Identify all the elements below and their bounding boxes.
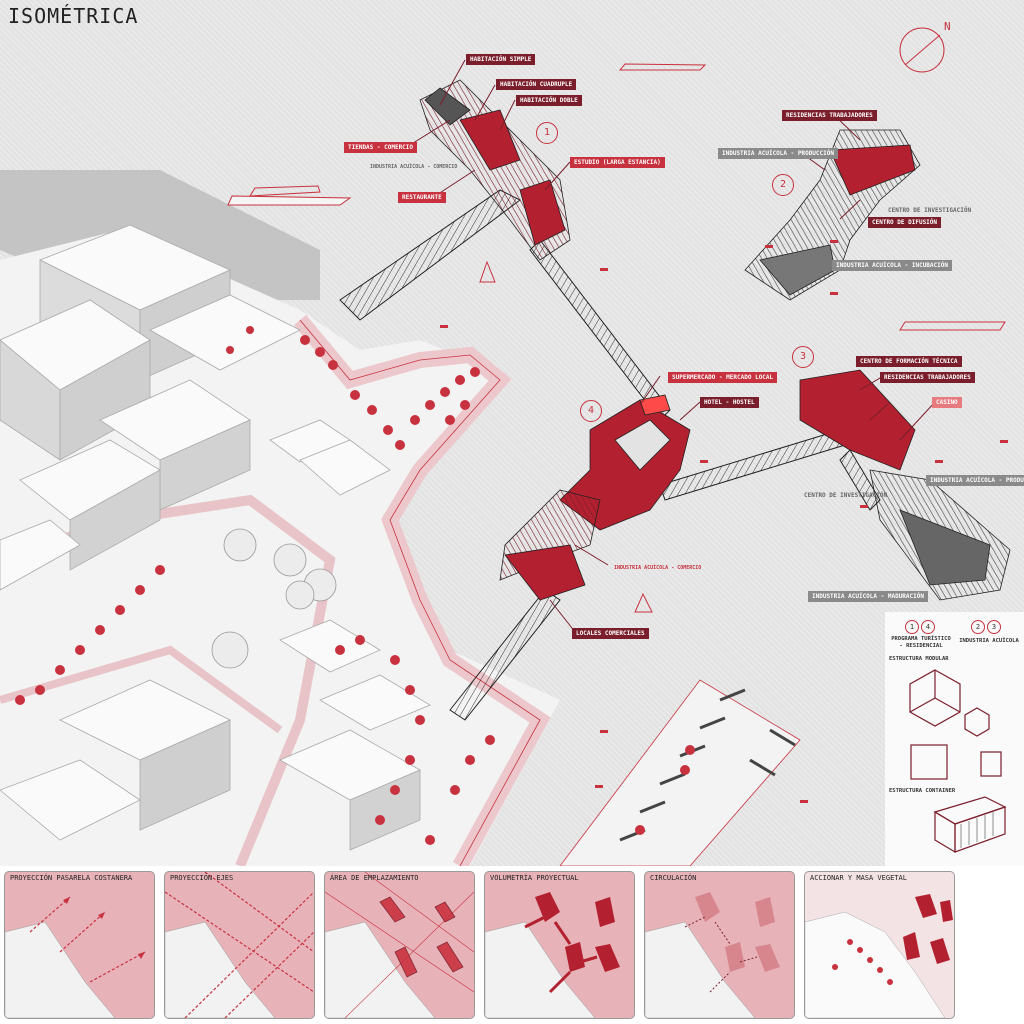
label-hotel: HOTEL - HOSTEL [700, 397, 759, 408]
panel-drawing [805, 894, 953, 1018]
isometric-plan: ISOMÉTRICA N 1 2 3 4 HABITACIÓN SIMPLE H… [0, 0, 1024, 866]
cluster-number-2: 2 [772, 174, 794, 196]
boats [227, 63, 1006, 613]
page-title: ISOMÉTRICA [8, 4, 139, 28]
panel-drawing [165, 872, 314, 1018]
city-buildings [0, 224, 431, 851]
panel-drawing [645, 892, 780, 1018]
label-habitacion-cuadruple: HABITACIÓN CUADRUPLE [496, 79, 577, 90]
legend-tourism-text: PROGRAMA TURÍSTICO - RESIDENCIAL [891, 636, 951, 649]
label-centro-formacion: CENTRO DE FORMACIÓN TÉCNICA [856, 356, 962, 367]
label-estudio: ESTUDIO (LARGA ESTANCIA) [570, 157, 665, 168]
cluster-2 [744, 129, 921, 301]
label-locales-comerciales: LOCALES COMERCIALES [572, 628, 649, 639]
panel-title: PROYECCIÓN EJES [170, 874, 234, 882]
compass-icon [899, 27, 945, 73]
panel-masa-vegetal: ACCIONAR Y MASA VEGETAL [804, 871, 955, 1019]
legend-aquaculture-text: INDUSTRIA ACUÍCOLA [959, 638, 1019, 644]
legend-diagrams [909, 669, 1007, 854]
label-industria-maduracion: INDUSTRIA ACUÍCOLA - MADURACIÓN [808, 591, 928, 602]
panel-ejes: PROYECCIÓN EJES [164, 871, 315, 1019]
cluster-number-3: 3 [792, 346, 814, 368]
panel-drawing [5, 896, 146, 1018]
legend-modular-title: ESTRUCTURA MODULAR [889, 656, 949, 662]
panel-drawing [325, 872, 474, 1018]
port-pier [559, 679, 801, 866]
trees [15, 326, 695, 845]
label-industria-comercio-1: INDUSTRIA ACUÍCOLA - COMERCIO [370, 164, 458, 170]
label-residencias-2: RESIDENCIAS TRABAJADORES [782, 110, 877, 121]
label-industria-produccion-3: INDUSTRIA ACUÍCOLA - PRODUCCIÓN [926, 475, 1024, 486]
label-habitacion-doble: HABITACIÓN DOBLE [516, 95, 582, 106]
label-habitacion-simple: HABITACIÓN SIMPLE [466, 54, 536, 65]
legend-num-3: 3 [987, 620, 1001, 634]
label-residencias-3: RESIDENCIAS TRABAJADORES [880, 372, 975, 383]
cluster-number-4: 4 [580, 400, 602, 422]
label-industria-produccion-2: INDUSTRIA ACUÍCOLA - PRODUCCIÓN [718, 148, 838, 159]
small-boats [440, 240, 1008, 803]
compass-north-label: N [944, 20, 951, 33]
panel-title: ÁREA DE EMPLAZAMIENTO [330, 874, 419, 882]
label-restaurante: RESTAURANTE [398, 192, 446, 203]
label-supermercado: SUPERMERCADO - MERCADO LOCAL [668, 372, 778, 383]
panel-title: ACCIONAR Y MASA VEGETAL [810, 874, 907, 882]
panel-volumetria: VOLUMETRÍA PROYECTUAL [484, 871, 635, 1019]
plaza-pavilions [211, 528, 337, 669]
label-casino: CASINO [932, 397, 962, 408]
label-centro-difusion: CENTRO DE DIFUSIÓN [868, 217, 942, 228]
panel-title: CIRCULACIÓN [650, 874, 697, 882]
cluster-1 [419, 79, 571, 261]
cluster-3 [799, 369, 1011, 601]
panel-pasarela: PROYECCIÓN PASARELA COSTANERA [4, 871, 155, 1019]
label-centro-investigacion-3: CENTRO DE INVESTIGACIÓN [804, 492, 888, 499]
legend-num-4: 4 [921, 620, 935, 634]
label-centro-investigacion-2: CENTRO DE INVESTIGACIÓN [888, 207, 972, 214]
panel-title: PROYECCIÓN PASARELA COSTANERA [10, 874, 133, 882]
legend-container-title: ESTRUCTURA CONTAINER [889, 788, 956, 794]
isometric-drawing [0, 27, 1011, 866]
legend-panel: 1 4 PROGRAMA TURÍSTICO - RESIDENCIAL 2 3… [885, 612, 1024, 866]
panel-title: VOLUMETRÍA PROYECTUAL [490, 874, 579, 882]
panel-circulacion: CIRCULACIÓN [644, 871, 795, 1019]
panel-drawing [485, 892, 620, 1018]
label-industria-incubacion: INDUSTRIA ACUÍCOLA - INCUBACIÓN [832, 260, 952, 271]
panel-emplazamiento: ÁREA DE EMPLAZAMIENTO [324, 871, 475, 1019]
legend-num-1: 1 [905, 620, 919, 634]
cluster-4 [499, 394, 691, 601]
cluster-number-1: 1 [536, 122, 558, 144]
legend-num-2: 2 [971, 620, 985, 634]
label-tiendas: TIENDAS - COMERCIO [344, 142, 418, 153]
label-industria-comercio-4: INDUSTRIA ACUÍCOLA - COMERCIO [614, 565, 702, 571]
